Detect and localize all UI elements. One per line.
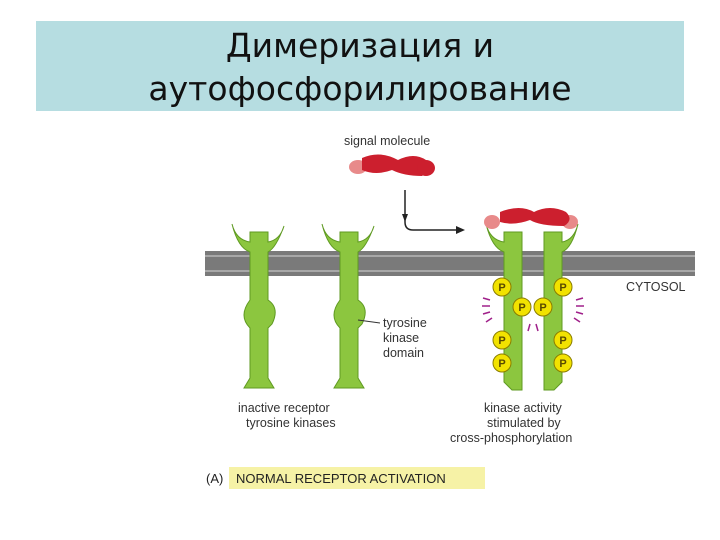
cell-membrane [205, 251, 695, 276]
phosphate-8 [553, 353, 573, 373]
domain-label-line-2: kinase [383, 331, 419, 345]
signal-molecule [349, 154, 435, 176]
receptor-activation-diagram: signal molecule P P P [205, 134, 695, 489]
active-label-line-2: stimulated by [487, 416, 561, 430]
active-receptor-right [543, 223, 579, 391]
phosphate-3 [512, 297, 532, 317]
phosphate-4 [533, 297, 553, 317]
active-label-line-1: kinase activity [484, 401, 563, 415]
active-receptor-left [485, 223, 523, 391]
phosphate-label: P [498, 358, 505, 370]
title-line-2: аутофосфорилирование [148, 69, 572, 108]
domain-label-line-1: tyrosine [383, 316, 427, 330]
phosphate-7 [492, 353, 512, 373]
cytosol-label: CYTOSOL [626, 280, 686, 294]
title-line-1: Димеризация и [225, 26, 495, 65]
phosphate-5 [492, 330, 512, 350]
phosphate-label: P [559, 282, 566, 294]
phosphate-labels: P P P P P P P P [498, 282, 566, 370]
title-box: Димеризация и аутофосфорилирование [36, 21, 684, 111]
activation-arrow [402, 190, 465, 234]
phosphate-groups [492, 277, 573, 373]
inactive-receptor-1 [231, 223, 285, 389]
phosphate-2 [553, 277, 573, 297]
phosphate-1 [492, 277, 512, 297]
domain-label-line-3: domain [383, 346, 424, 360]
phosphate-label: P [559, 358, 566, 370]
phosphate-6 [553, 330, 573, 350]
inactive-receptor-2 [321, 223, 375, 389]
phosphate-label: P [539, 302, 546, 314]
phosphate-label: P [498, 335, 505, 347]
active-label-line-3: cross-phosphorylation [450, 431, 572, 445]
domain-pointer-line [357, 319, 381, 324]
caption-highlight [229, 467, 485, 489]
inactive-label-line-1: inactive receptor [238, 401, 330, 415]
panel-caption: NORMAL RECEPTOR ACTIVATION [236, 471, 446, 486]
panel-tag: (A) [206, 471, 223, 486]
phosphate-label: P [559, 335, 566, 347]
phosphate-label: P [498, 282, 505, 294]
inactive-label-line-2: tyrosine kinases [246, 416, 336, 430]
phosphate-label: P [518, 302, 525, 314]
bound-signal-molecule [484, 208, 578, 229]
signal-molecule-label: signal molecule [344, 134, 430, 148]
phosphorylation-glow [482, 297, 584, 332]
